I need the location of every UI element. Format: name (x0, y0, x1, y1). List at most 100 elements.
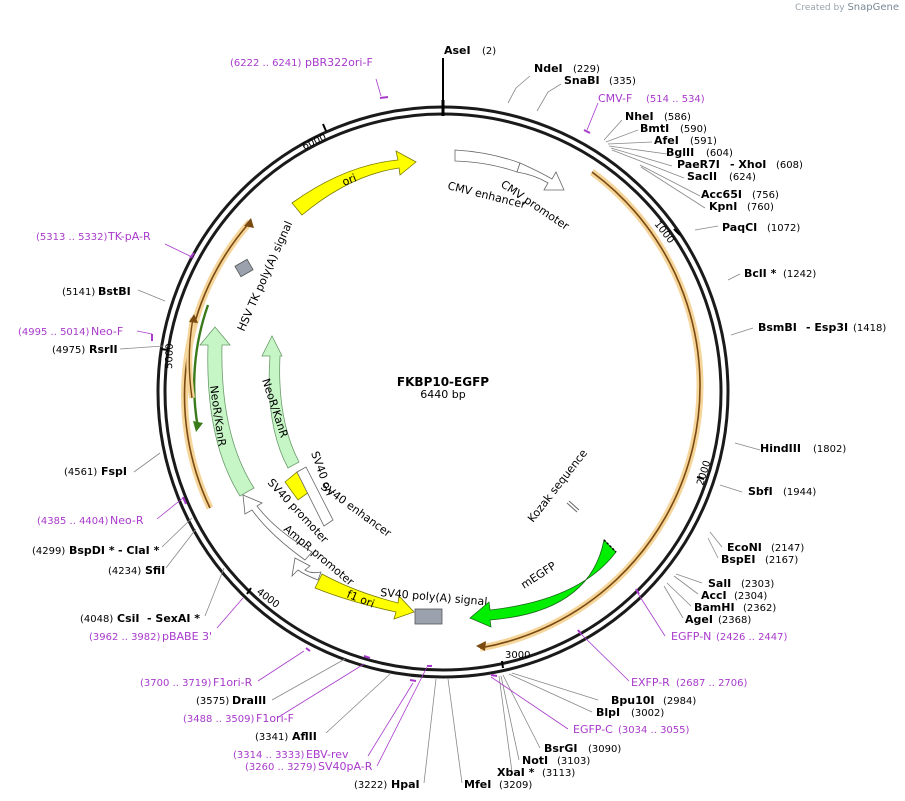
enzyme-pos: (608) (776, 160, 803, 171)
enzyme-label: BmtI (640, 122, 669, 135)
enzyme-label: BsmBI (758, 321, 797, 334)
tick-2000 (696, 476, 705, 480)
enzyme-label: NdeI (534, 62, 563, 75)
tick-6000 (322, 123, 327, 132)
ampr-promoter-arrow (291, 557, 322, 581)
primer-range: (6222 .. 6241) (230, 58, 302, 69)
enzyme-label: XbaI * (497, 766, 535, 779)
enzyme-pos: (3002) (631, 708, 664, 719)
neo-arc-green (193, 304, 210, 432)
primer-range: (3700 .. 3719) (140, 678, 212, 689)
megfp-dashed-end (603, 539, 617, 553)
enzyme-pos: (756) (752, 190, 779, 201)
primer-labels: (6222 .. 6241) pBR322ori-F CMV-F (514 ..… (18, 56, 788, 773)
primer-label: Neo-R (110, 514, 144, 527)
enzyme-pos: (586) (664, 112, 691, 123)
orf-arc-left-small (186, 314, 198, 399)
primer-range: (4995 .. 5014) (18, 327, 90, 338)
enzyme-pos: (2303) (741, 579, 774, 590)
enzyme-pos: (2) (482, 46, 496, 57)
enzyme-pos: (2984) (663, 696, 696, 707)
primer-range: (2426 .. 2447) (716, 632, 788, 643)
enzyme-label: CsiI (117, 612, 139, 625)
tick-label-5000: 5000 (164, 343, 176, 369)
hsv-tk-polya-box (234, 258, 254, 278)
tick-4000 (246, 587, 252, 595)
tick-5000 (160, 348, 169, 351)
neor-outer-label: NeoR/KanR (207, 385, 228, 448)
primer-range: (3034 .. 3055) (618, 725, 690, 736)
enzyme-label: BspDI * (69, 544, 115, 557)
enzyme-pos: (4299) (32, 546, 65, 557)
enzyme-pos: (2368) (718, 615, 751, 626)
cmv-promoter-arrow (516, 162, 565, 191)
enzyme-label: SnaBI (564, 74, 600, 87)
enzyme-label: SalI (708, 577, 731, 590)
enzyme-pos: (1242) (783, 269, 816, 280)
kozak-mark-b (568, 500, 580, 511)
primer-label: SV40pA-R (318, 760, 373, 773)
ori-label: ori (340, 171, 358, 188)
kozak-mark-a (566, 502, 578, 513)
enzyme-label: BstBI (98, 285, 131, 298)
enzyme-pos: (3222) (354, 780, 387, 791)
enzyme-pos: (2167) (765, 555, 798, 566)
enzyme-label: NheI (625, 110, 654, 123)
primer-range: (4385 .. 4404) (37, 516, 109, 527)
enzyme-pos: (624) (729, 172, 756, 183)
enzyme-label: Acc65I (701, 188, 742, 201)
megfp-arrow (469, 539, 617, 628)
primer-range: (3260 .. 3279) (245, 762, 317, 773)
enzyme-pos: (1418) (853, 323, 886, 334)
primer-label: EGFP-C (573, 723, 613, 736)
hsv-tk-label: HSV TK poly(A) signal (235, 219, 295, 333)
primer-label: Neo-F (91, 325, 123, 338)
f1-ori-label: f1 ori (345, 588, 376, 611)
primer-label: F1ori-F (256, 712, 294, 725)
enzyme-label: BlpI (596, 706, 620, 719)
credit-prefix: Created by (795, 3, 845, 13)
primer-range: (514 .. 534) (646, 94, 705, 105)
tick-3000 (501, 660, 504, 669)
sv40-promoter-arrow (242, 494, 313, 561)
sv40-enhancer-box (296, 466, 334, 527)
primer-label: EGFP-N (671, 630, 711, 643)
plasmid-size: 6440 bp (420, 388, 465, 401)
enzyme-label: BspEI (721, 553, 755, 566)
tick-label-3000: 3000 (505, 650, 530, 661)
enzyme-pos: (5141) (62, 287, 95, 298)
enzyme-pos: (3341) (255, 732, 288, 743)
enzyme-pos: (4234) (108, 566, 141, 577)
enzyme-label: AfeI (654, 134, 679, 147)
enzyme-label: NotI (522, 754, 548, 767)
enzyme-label: EcoNI (727, 541, 762, 554)
enzyme-label-alt: - XhoI (730, 158, 766, 171)
orf-arc-right (476, 169, 704, 652)
primer-label: EXFP-R (631, 676, 670, 689)
primer-range: (3488 .. 3509) (183, 714, 255, 725)
enzyme-label: PaeR7I (677, 158, 720, 171)
enzyme-label: KpnI (709, 200, 737, 213)
tick-label-6000: 6000 (301, 132, 329, 153)
enzyme-label: AgeI (685, 613, 713, 626)
primer-range: (5313 .. 5332) (36, 232, 108, 243)
primer-label: pBR322ori-F (305, 56, 373, 69)
primer-label: CMV-F (598, 92, 632, 105)
sv40-polya-box (414, 608, 443, 625)
enzyme-label: MfeI (464, 778, 491, 791)
enzyme-label: SbfI (748, 485, 773, 498)
enzyme-pos: (3113) (542, 768, 575, 779)
enzyme-label: BsrGI (544, 742, 577, 755)
enzyme-pos: (3575) (196, 696, 229, 707)
enzyme-pos: (229) (573, 64, 600, 75)
enzyme-labels: AseI (2) NdeI (229) SnaBI (335) NheI (58… (32, 44, 886, 791)
enzyme-pos: (1944) (783, 487, 816, 498)
enzyme-label: AflII (292, 730, 317, 743)
enzyme-label-alt: - ClaI * (118, 544, 160, 557)
enzyme-pos: (760) (747, 202, 774, 213)
enzyme-label: FspI (101, 465, 127, 478)
enzyme-pos: (4561) (64, 467, 97, 478)
tick-1000 (673, 228, 681, 236)
enzyme-label: SacII (687, 170, 717, 183)
primer-markers (151, 96, 640, 682)
